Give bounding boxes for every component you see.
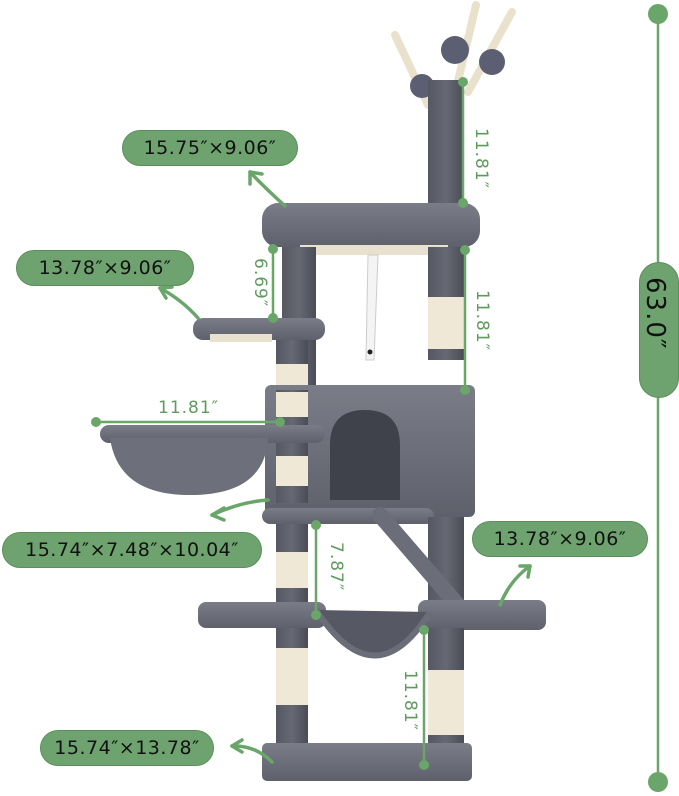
top-post <box>428 80 464 205</box>
basket-callout: 15.74″×7.48″×10.04″ <box>2 532 262 568</box>
base <box>262 743 472 781</box>
lower-right-gap-dimension: 11.81″ <box>400 670 420 732</box>
basket-width-dimension: 11.81″ <box>158 398 220 418</box>
left-platform-callout: 13.78″×9.06″ <box>16 250 194 286</box>
total-height-value: 63.0″ <box>640 277 670 350</box>
callout-arrows <box>158 170 532 764</box>
top-post-dimension: 11.81″ <box>471 128 491 190</box>
top-perch <box>262 203 480 247</box>
upper-right-gap-dimension: 11.81″ <box>472 290 492 352</box>
condo-entrance <box>330 410 400 500</box>
base-callout: 15.74″×13.78″ <box>40 730 214 766</box>
basket <box>110 438 268 495</box>
total-height-badge: 63.0″ <box>639 262 679 398</box>
top-perch-callout: 15.75″×9.06″ <box>122 130 298 166</box>
right-platform-callout: 13.78″×9.06″ <box>472 521 648 557</box>
ramp <box>372 507 470 618</box>
right-platform <box>418 600 546 630</box>
upper-left-gap-dimension: 6.69″ <box>250 258 270 308</box>
lower-left-platform <box>198 602 326 628</box>
dimension-lines <box>91 4 668 792</box>
middle-gap-dimension: 7.87″ <box>326 542 346 592</box>
hammock <box>313 608 433 659</box>
